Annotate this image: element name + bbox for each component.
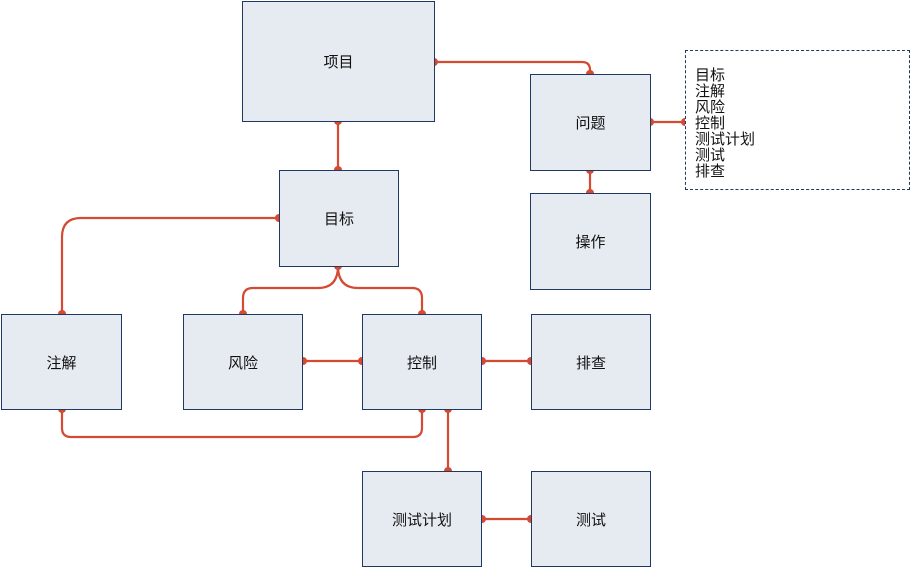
connector-goal-control — [336, 265, 424, 314]
node-project-label: 项目 — [323, 53, 354, 71]
node-problem-label: 问题 — [575, 114, 606, 132]
node-operation-label: 操作 — [575, 233, 606, 251]
node-test[interactable]: 测试 — [531, 471, 651, 567]
node-risk[interactable]: 风险 — [183, 314, 303, 410]
node-problem[interactable]: 问题 — [530, 74, 651, 171]
connector-annotation-control — [60, 409, 424, 439]
node-test-plan-label: 测试计划 — [391, 510, 452, 529]
connector-goal-annotation — [60, 216, 279, 314]
legend-item: 排查 — [695, 162, 726, 180]
legend-box: 目标 注解 风险 控制 测试计划 测试 排查 — [685, 50, 910, 190]
node-review-label: 排查 — [575, 353, 606, 372]
legend-item: 目标 — [695, 66, 726, 84]
connector-project-problem — [434, 60, 592, 74]
node-goal[interactable]: 目标 — [279, 170, 399, 267]
legend-item: 注解 — [695, 82, 726, 100]
node-control-label: 控制 — [406, 353, 437, 372]
node-operation[interactable]: 操作 — [530, 193, 651, 290]
node-test-label: 测试 — [575, 510, 606, 529]
connector-goal-risk — [241, 265, 340, 314]
legend-item: 测试 — [695, 146, 726, 164]
node-project[interactable]: 项目 — [242, 1, 435, 122]
legend-item: 测试计划 — [695, 130, 756, 148]
node-test-plan[interactable]: 测试计划 — [362, 471, 482, 567]
node-review[interactable]: 排查 — [531, 314, 651, 410]
node-annotation[interactable]: 注解 — [1, 314, 122, 410]
node-annotation-label: 注解 — [46, 353, 77, 372]
node-risk-label: 风险 — [227, 353, 258, 372]
legend-item: 控制 — [695, 114, 726, 132]
node-control[interactable]: 控制 — [362, 314, 482, 410]
legend-item: 风险 — [695, 98, 726, 116]
node-goal-label: 目标 — [323, 210, 354, 228]
